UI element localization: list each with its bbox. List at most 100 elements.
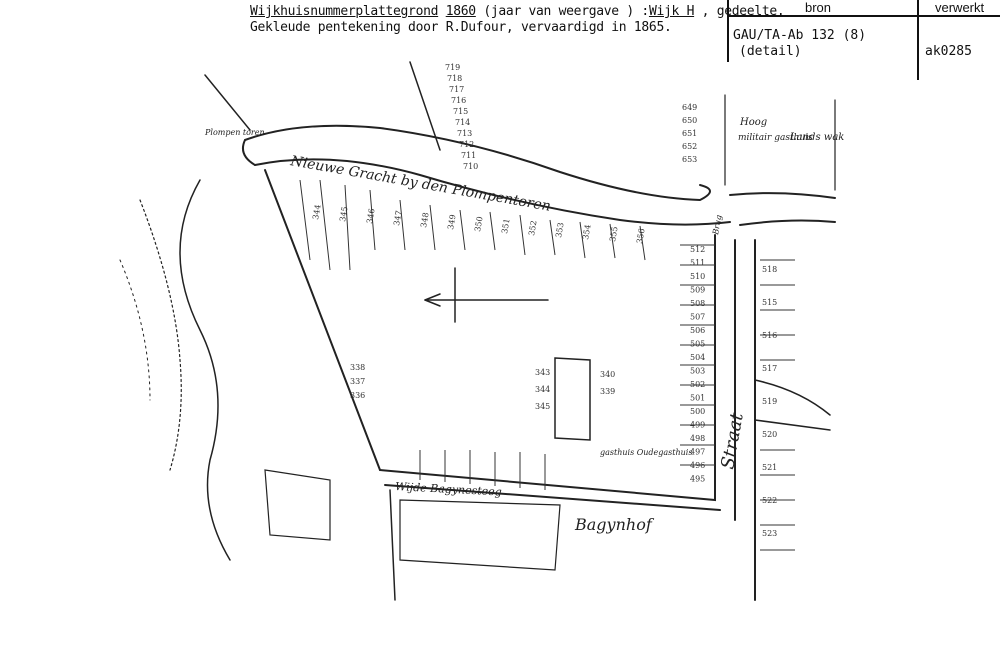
col-header-verwerkt: verwerkt xyxy=(935,0,985,15)
brug-label: Brug xyxy=(711,214,724,236)
compass-cross xyxy=(424,267,549,323)
house-number: 519 xyxy=(762,397,777,406)
house-number: 715 xyxy=(453,107,468,116)
house-number: 507 xyxy=(690,313,705,322)
house-number: 343 xyxy=(535,368,550,377)
house-number: 512 xyxy=(690,245,705,254)
building xyxy=(264,469,331,541)
house-number: 352 xyxy=(527,220,539,237)
house-number: 718 xyxy=(447,74,462,83)
plompen-label: Plompen toren xyxy=(204,128,265,137)
house-number: 518 xyxy=(762,265,777,274)
militair-label: militair gasthuis xyxy=(738,133,813,143)
lot-lines xyxy=(299,179,646,271)
right-block xyxy=(724,94,836,191)
house-number: 717 xyxy=(449,85,464,94)
block-outline xyxy=(264,169,716,502)
river-bank xyxy=(179,179,231,561)
house-number: 508 xyxy=(690,299,705,308)
house-number: 500 xyxy=(690,407,705,416)
house-number: 652 xyxy=(682,142,697,151)
house-number: 523 xyxy=(762,529,777,538)
house-number: 347 xyxy=(392,210,404,227)
house-number: 712 xyxy=(459,140,474,149)
river-bank xyxy=(139,199,182,471)
house-number: 336 xyxy=(350,391,365,400)
house-number: 511 xyxy=(690,259,705,268)
house-number: 506 xyxy=(690,326,705,335)
lot-lines xyxy=(680,244,715,466)
steeg-label: Wijde Bagynesteeg xyxy=(395,480,502,499)
house-number: 496 xyxy=(690,461,705,470)
table-divider xyxy=(917,0,919,80)
house-number: 353 xyxy=(554,222,566,239)
house-number: 649 xyxy=(682,103,697,112)
source-table: bron verwerkt GAU/TA-Ab 132 (8) (detail)… xyxy=(727,0,1000,80)
lot-lines xyxy=(760,259,795,551)
house-number: 345 xyxy=(338,206,350,223)
canal-label: Nieuwe Gracht by den Plompentoren xyxy=(288,153,552,215)
building xyxy=(554,357,591,441)
lands-label: Lands wak xyxy=(789,132,844,143)
canal-bank xyxy=(254,158,731,226)
house-number: 495 xyxy=(690,475,705,484)
document-title: Wijkhuisnummerplattegrond 1860 (jaar van… xyxy=(250,4,785,19)
house-number: 340 xyxy=(600,370,615,379)
house-number: 499 xyxy=(690,421,705,430)
house-number: 501 xyxy=(690,394,705,403)
house-number: 719 xyxy=(445,63,460,72)
straat-label: Straat xyxy=(717,410,748,470)
building xyxy=(399,499,561,571)
house-number: 350 xyxy=(473,216,485,233)
house-number: 351 xyxy=(500,218,512,235)
house-number: 503 xyxy=(690,367,705,376)
house-number: 337 xyxy=(350,377,365,386)
river-bank xyxy=(119,259,151,401)
house-number: 339 xyxy=(600,387,615,396)
house-number: 355 xyxy=(608,226,620,243)
house-number: 509 xyxy=(690,286,705,295)
document-subtitle: Gekleude pentekening door R.Dufour, verv… xyxy=(250,20,672,35)
street xyxy=(384,484,721,511)
gasthuis-label: gasthuis Oudegasthuis xyxy=(600,448,692,457)
house-number: 651 xyxy=(682,129,697,138)
house-number: 344 xyxy=(535,385,550,394)
house-number: 650 xyxy=(682,116,697,125)
canal-bank xyxy=(244,124,711,202)
house-number: 497 xyxy=(690,448,705,457)
house-number: 520 xyxy=(762,430,777,439)
house-number: 522 xyxy=(762,496,777,505)
house-number: 356 xyxy=(635,228,647,245)
wijk-name: Wijk H xyxy=(648,4,695,19)
col-header-bron: bron xyxy=(805,0,832,15)
house-number: 516 xyxy=(762,331,777,340)
hoog-label: Hoog xyxy=(739,117,767,128)
canal-bank xyxy=(729,192,836,226)
processed-code: ak0285 xyxy=(925,44,972,59)
source-detail: (detail) xyxy=(739,44,802,59)
house-number: 714 xyxy=(455,118,470,127)
house-number: 505 xyxy=(690,340,705,349)
canal-bank xyxy=(242,139,256,166)
title-prefix: Wijkhuisnummerplattegrond xyxy=(250,4,439,19)
table-divider xyxy=(727,15,1000,17)
building xyxy=(754,379,831,431)
year-note: (jaar van weergave ) : xyxy=(483,4,649,19)
house-number: 344 xyxy=(311,204,323,221)
house-number: 345 xyxy=(535,402,550,411)
house-number: 502 xyxy=(690,380,705,389)
house-number: 517 xyxy=(762,364,777,373)
house-number: 338 xyxy=(350,363,365,372)
house-number: 346 xyxy=(365,208,377,225)
source-ref: GAU/TA-Ab 132 (8) xyxy=(733,28,867,43)
house-number: 521 xyxy=(762,463,777,472)
house-number: 713 xyxy=(457,129,472,138)
table-divider xyxy=(727,0,729,62)
house-number: 653 xyxy=(682,155,697,164)
house-number: 498 xyxy=(690,434,705,443)
house-number: 710 xyxy=(463,162,478,171)
house-number: 348 xyxy=(419,212,431,229)
house-number: 716 xyxy=(451,96,466,105)
bagynhof-label: Bagynhof xyxy=(574,515,655,534)
